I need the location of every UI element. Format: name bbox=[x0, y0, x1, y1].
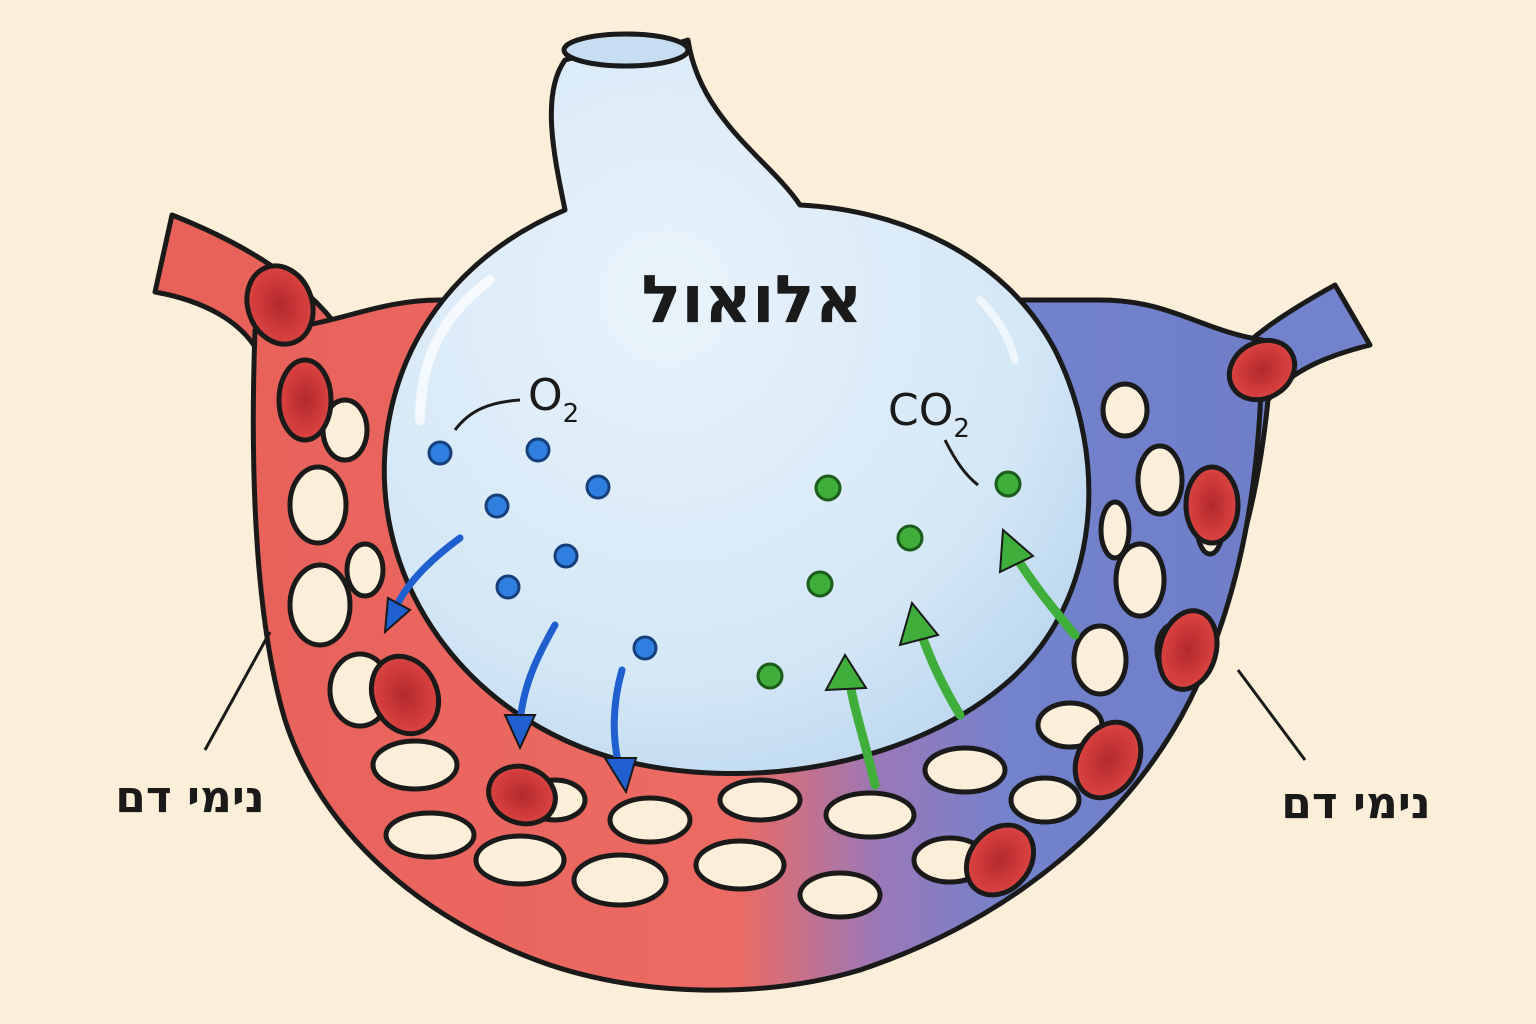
alveolus-opening bbox=[564, 34, 688, 66]
oxygen-molecule bbox=[429, 442, 451, 464]
co2-molecule bbox=[808, 572, 832, 596]
oxygen-molecule bbox=[527, 439, 549, 461]
oxygen-molecule bbox=[555, 545, 577, 567]
oxygen-molecule bbox=[634, 637, 656, 659]
alveolus-label: אלואול bbox=[641, 261, 862, 338]
right-capillary-leader-line bbox=[1238, 670, 1305, 760]
co2-molecule bbox=[758, 664, 782, 688]
oxygen-molecule bbox=[587, 476, 609, 498]
left-capillary-leader-line bbox=[205, 632, 270, 750]
oxygen-molecule bbox=[486, 495, 508, 517]
co2-molecule bbox=[816, 476, 840, 500]
red-blood-cell bbox=[279, 360, 331, 440]
red-blood-cell bbox=[1186, 467, 1238, 543]
oxygen-molecule bbox=[497, 576, 519, 598]
co2-molecule bbox=[898, 526, 922, 550]
co2-molecule bbox=[996, 472, 1020, 496]
alveolus-sac bbox=[384, 40, 1089, 774]
capillaries-label-left: נימי דם bbox=[115, 772, 265, 823]
capillaries-label-right: נימי דם bbox=[1281, 778, 1431, 829]
